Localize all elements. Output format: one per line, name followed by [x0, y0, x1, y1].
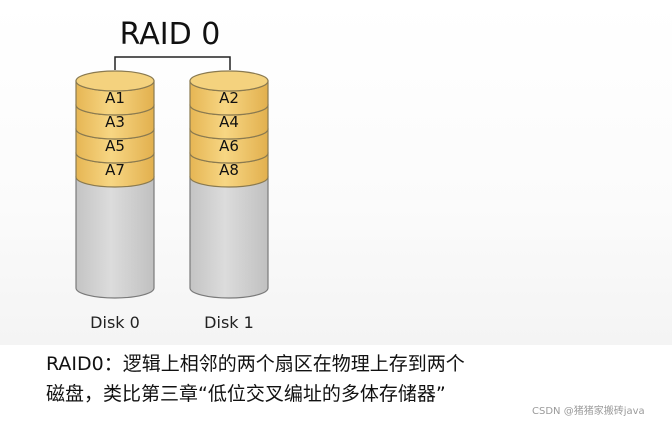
title-connector [115, 57, 230, 70]
caption-line-1: RAID0：逻辑上相邻的两个扇区在物理上存到两个 [46, 349, 666, 379]
disk-label: Disk 1 [204, 313, 254, 332]
block-label: A4 [219, 113, 239, 131]
disk-top-cap [76, 71, 154, 91]
block-label: A5 [105, 137, 125, 155]
block-label: A6 [219, 137, 239, 155]
diagram-title: RAID 0 [120, 17, 221, 52]
caption: RAID0：逻辑上相邻的两个扇区在物理上存到两个 磁盘，类比第三章“低位交叉编址… [46, 349, 666, 409]
block-label: A1 [105, 89, 125, 107]
block-label: A2 [219, 89, 239, 107]
disk-label: Disk 0 [90, 313, 140, 332]
block-label: A8 [219, 161, 239, 179]
watermark: CSDN @猪猪家搬砖java [532, 402, 645, 417]
block-label: A7 [105, 161, 125, 179]
disk-top-cap [190, 71, 268, 91]
block-label: A3 [105, 113, 125, 131]
disk-empty-space [76, 177, 154, 298]
disk-empty-space [190, 177, 268, 298]
